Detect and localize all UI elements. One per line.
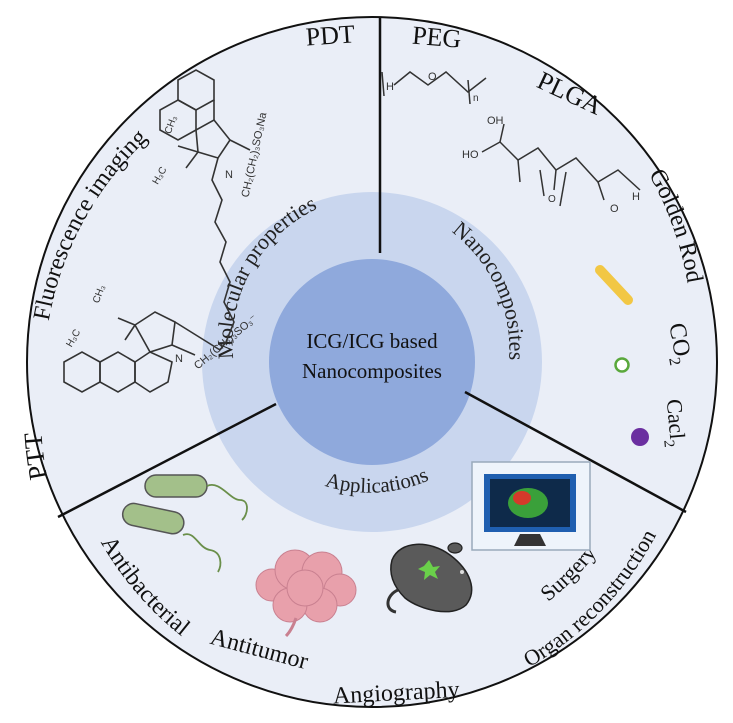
- core-circle: [269, 259, 475, 465]
- peg-label-o: O: [428, 71, 437, 83]
- monitor-icon: [471, 461, 591, 551]
- divider-right: [464, 390, 687, 514]
- label-cacl2: Cacl2: [657, 398, 691, 448]
- peg-label-h: H: [386, 81, 394, 93]
- co2-bubble-icon: [614, 357, 630, 373]
- peg-structure: [381, 71, 487, 105]
- cacl2-particle-icon: [631, 428, 649, 446]
- icg-structure: [63, 69, 251, 393]
- label-pdt: PDT: [305, 19, 356, 51]
- center-title-line2: Nanocomposites: [302, 359, 442, 383]
- peg-label-n: n: [473, 93, 479, 104]
- divider-left: [57, 402, 277, 519]
- golden-rod-icon: [595, 265, 633, 305]
- icg-label-n-upper: N: [225, 169, 233, 181]
- label-co2: CO2: [659, 321, 696, 367]
- label-angiography: Angiography: [332, 677, 460, 710]
- plga-label-ho: HO: [462, 149, 479, 161]
- icg-label-n-lower: N: [175, 353, 183, 365]
- plga-structure: [481, 123, 641, 207]
- mouse-icon: [386, 542, 473, 614]
- tumor-icon: [255, 549, 357, 638]
- center-title-line1: ICG/ICG based: [306, 329, 438, 353]
- svg-text:Cacl2: Cacl2: [657, 398, 691, 448]
- plga-label-h: H: [632, 191, 640, 203]
- label-peg: PEG: [411, 21, 462, 54]
- label-ptt: PTT: [18, 432, 53, 483]
- bacteria-icon: [121, 474, 248, 573]
- svg-text:CO2: CO2: [659, 321, 696, 367]
- plga-label-o2: O: [610, 203, 619, 215]
- plga-label-o1: O: [548, 194, 556, 205]
- peg-label-oh: OH: [487, 115, 504, 127]
